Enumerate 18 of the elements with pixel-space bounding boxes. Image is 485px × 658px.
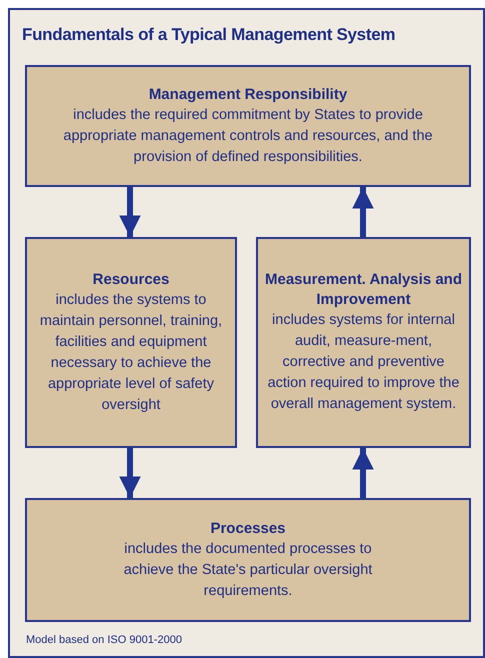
box-heading: Measurement. Analysis and Improvement [264,270,463,310]
box-heading: Processes [210,518,286,538]
box-description: includes the required commitment by States to provide appropriate management controls and resources, and the provision of defined responsibilities. [62,106,434,166]
box-description: includes the documented processes to achieve the State's particular oversight requirements. [122,540,374,600]
box-heading: Management Responsibility [148,84,348,104]
arrow [352,187,374,237]
box-description: includes the systems to maintain personnel, training, facilities and equipment necessary to achieve the appropriate level of safety oversight [38,290,224,414]
box-heading: Resources [92,270,170,290]
process-box [25,237,237,448]
arrow [352,448,374,498]
arrow [119,448,141,498]
footnote: Model based on ISO 9001-2000 [26,633,182,648]
process-box [256,237,471,448]
arrow [119,187,141,237]
title: Fundamentals of a Typical Management System [22,24,396,46]
box-description: includes systems for internal audit, measure-ment, corrective and preventive action required to improve the overall management system. [266,311,460,414]
process-box [25,498,471,622]
process-box [25,65,471,187]
